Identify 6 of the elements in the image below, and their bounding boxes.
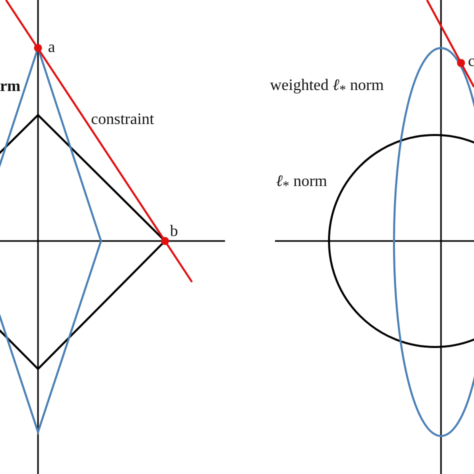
curve-label: weighted ℓ$_{*}$ norm — [270, 78, 384, 97]
line-label: constraint — [91, 112, 154, 128]
curve-label: rm — [0, 79, 20, 95]
curve-label: ℓ$_{*}$ norm — [276, 174, 328, 193]
point-label: b — [170, 224, 178, 240]
point-label: a — [48, 40, 56, 56]
